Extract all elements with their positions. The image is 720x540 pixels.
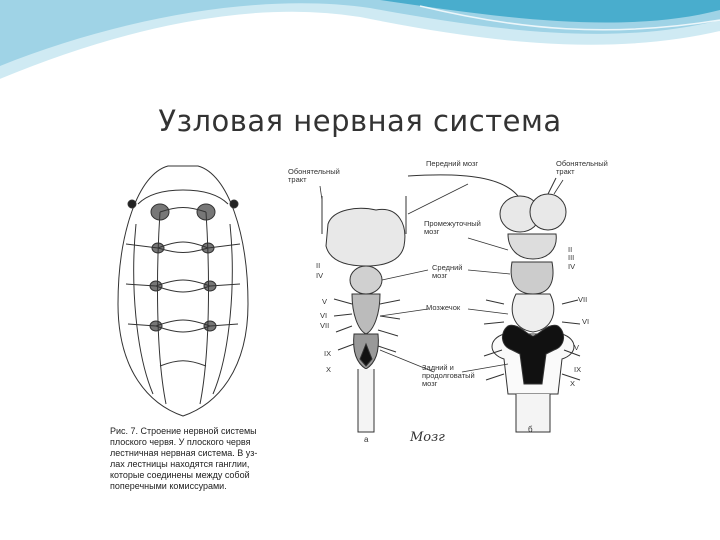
nervous-system-figure: Обонятельный тракт Передний мозг Обоняте… [108,154,628,494]
label-medulla: Задний и продолговатый мозг [422,363,475,388]
slide-title: Узловая нервная система [158,104,562,138]
figure-caption: Рис. 7. Строение нервной системы плоског… [110,426,258,491]
label-forebrain: Передний мозг [426,159,479,168]
label-olfactory-tract-left: Обонятельный тракт [288,167,340,184]
label-sign-a: а [364,435,369,444]
roman-right-5: VI [582,317,590,326]
roman-right-8: X [570,379,576,388]
flatworm-drawing [117,165,249,417]
label-intermediate-brain: Промежуточный мозг [424,219,481,236]
label-pointers [319,179,564,373]
roman-left-3: V [322,297,328,306]
figure-drawing [117,165,581,433]
signature: Мозг [410,430,445,445]
label-sign-b: б [528,425,533,434]
roman-right-6: V [574,343,580,352]
brain-drawing-b [407,174,581,433]
roman-left-1: II [316,261,321,270]
roman-right-2: III [568,253,575,262]
roman-left-7: X [326,365,332,374]
label-midbrain: Средний мозг [432,263,463,280]
header-wave-decoration [0,0,720,81]
roman-left-4: VI [320,311,328,320]
roman-right-7: IX [574,365,582,374]
roman-right-4: VII [578,295,588,304]
roman-left-6: IX [324,349,332,358]
brain-drawing-a [321,196,407,433]
roman-left-5: VII [320,321,330,330]
roman-left-2: IV [316,271,324,280]
label-cerebellum: Мозжечок [426,303,461,312]
label-olfactory-tract-right: Обонятельный тракт [556,159,608,176]
roman-right-3: IV [568,262,576,271]
roman-right-1: II [568,245,573,254]
